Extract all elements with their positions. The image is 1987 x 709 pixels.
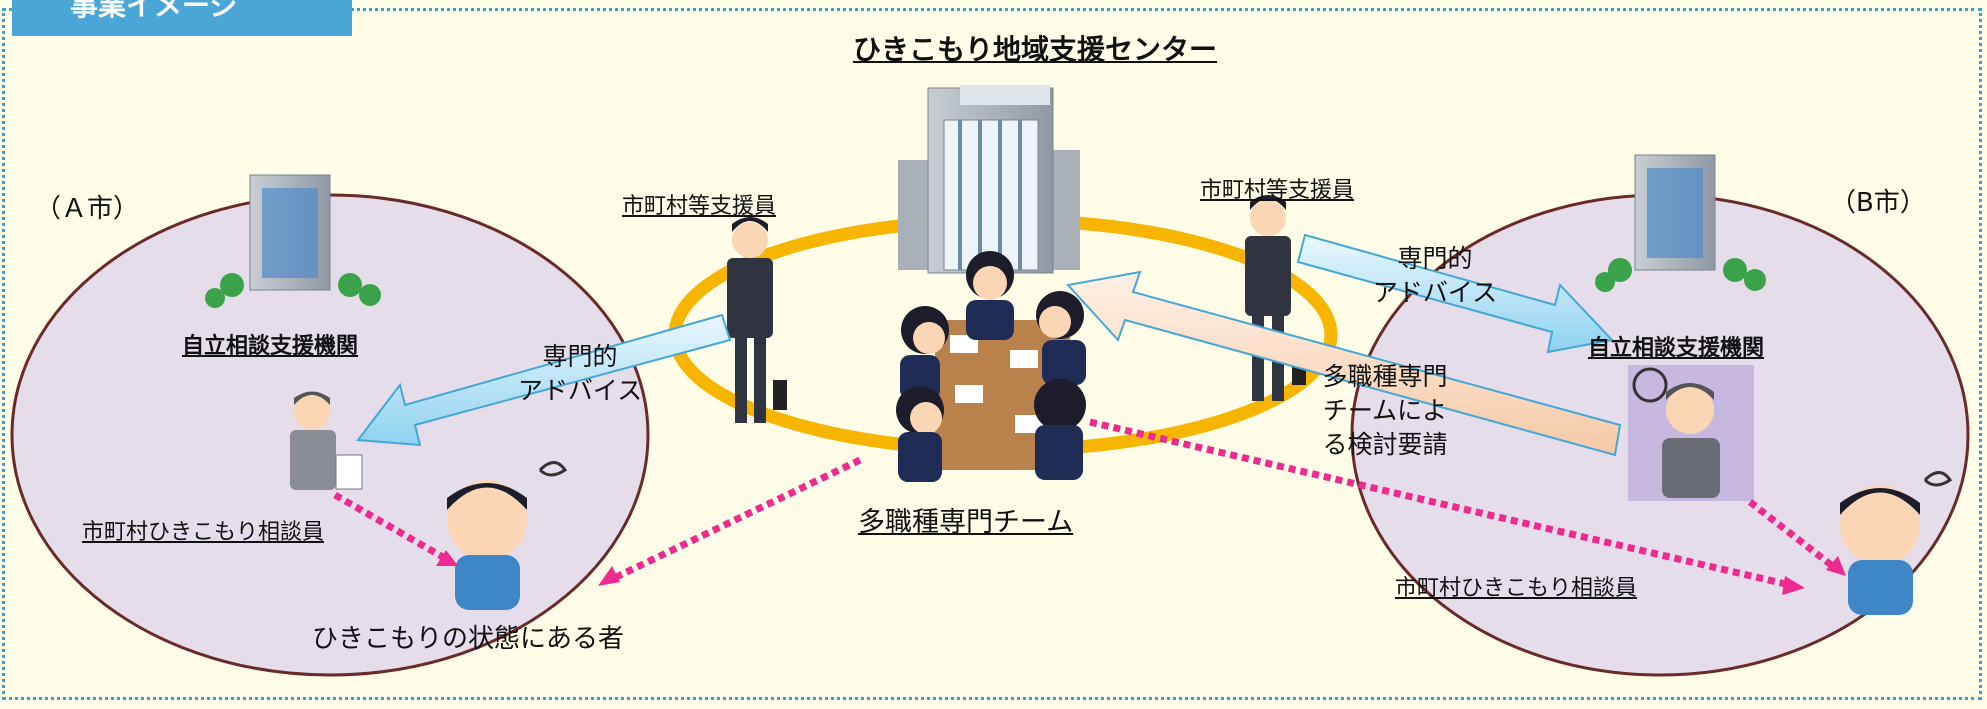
dotted-arrows bbox=[333, 418, 1846, 595]
building-b-icon bbox=[1595, 154, 1766, 292]
consultant-a-label: 市町村ひきこもり相談員 bbox=[82, 520, 325, 545]
diagram-frame bbox=[2, 8, 1982, 700]
center-building-icon bbox=[898, 85, 1080, 274]
advice-arrow-right bbox=[1296, 233, 1614, 354]
header-tab: 事業イメージ bbox=[12, 0, 352, 36]
city-a-label: （Ａ市） bbox=[35, 194, 140, 224]
supporter-right-label: 市町村等支援員 bbox=[1200, 178, 1355, 203]
withdrawn-person-b-icon bbox=[1840, 471, 1953, 615]
city-b-label: （B市） bbox=[1830, 188, 1926, 218]
consultant-a-icon bbox=[290, 391, 363, 490]
advice-right-text: 専門的 アドバイス bbox=[1372, 244, 1498, 307]
center-title: ひきこもり地域支援センター bbox=[852, 33, 1217, 66]
advice-left-text: 専門的 アドバイス bbox=[517, 342, 643, 405]
withdrawn-person-a-icon bbox=[447, 461, 568, 610]
meeting-team-icon bbox=[896, 251, 1086, 482]
supporter-left-label: 市町村等支援員 bbox=[622, 194, 777, 219]
independent-support-a: 自立相談支援機関 bbox=[182, 334, 359, 359]
advice-arrow-left bbox=[356, 313, 732, 447]
team-label: 多職種専門チーム bbox=[858, 507, 1074, 538]
consultant-b-label: 市町村ひきこもり相談員 bbox=[1395, 576, 1638, 601]
request-text: 多職種専門 チームによ る検討要請 bbox=[1322, 362, 1448, 459]
building-a-icon bbox=[205, 174, 381, 308]
independent-support-b: 自立相談支援機関 bbox=[1588, 336, 1765, 361]
supporter-left-icon bbox=[727, 217, 787, 423]
request-arrow bbox=[1066, 270, 1622, 457]
withdrawn-person-label: ひきこもりの状態にある者 bbox=[312, 624, 625, 654]
troubled-person-b-icon bbox=[1628, 365, 1754, 501]
